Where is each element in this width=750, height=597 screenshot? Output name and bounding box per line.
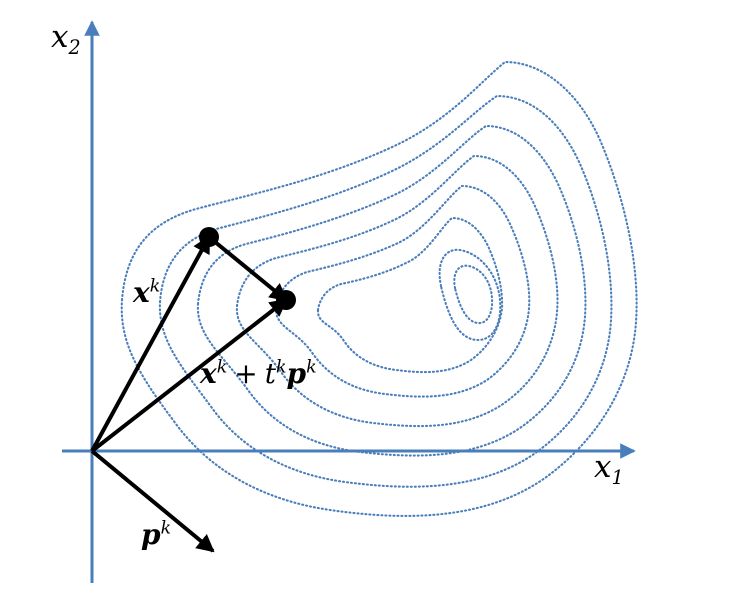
p-k-vector	[90, 449, 215, 553]
x-k-label-superscript: k	[149, 276, 161, 297]
x-axis-label-subscript: 1	[611, 466, 624, 490]
y-axis-label-subscript: 2	[68, 36, 81, 60]
next-iterate-point	[276, 290, 296, 310]
contour-5	[274, 184, 531, 398]
next-point-label-p-superscript: k	[306, 357, 317, 378]
p-k-vector-label: pk	[141, 518, 172, 551]
x-k-vector-label: xk	[133, 276, 161, 309]
next-point-label-x-superscript: k	[216, 357, 228, 378]
iterate-points-group	[199, 227, 296, 310]
step-vector	[207, 235, 288, 302]
y-axis-label-base: x	[51, 19, 69, 55]
next-point-label-p: p	[286, 357, 307, 390]
current-iterate-point	[199, 227, 219, 247]
p-k-label-superscript: k	[160, 518, 172, 539]
next-point-label-t-superscript: k	[275, 357, 287, 378]
p-k-label-base: p	[141, 518, 161, 551]
inner-contour-minimum-outer	[438, 248, 502, 342]
x-k-label-base: x	[133, 276, 150, 309]
contour-4	[235, 154, 559, 428]
contour-lines-group	[120, 60, 638, 517]
x-k-vector	[90, 235, 211, 452]
y-axis-label: x2	[51, 19, 81, 58]
next-point-label-t: t	[264, 357, 276, 390]
inner-contour-minimum-inner	[453, 264, 494, 325]
next-point-label-x: x	[200, 357, 217, 390]
x-axis-label-base: x	[594, 449, 612, 485]
contour-2	[158, 94, 613, 488]
contour-6	[316, 216, 504, 374]
x-k-plus-t-k-p-k-vector	[90, 298, 288, 453]
contour-3	[196, 124, 587, 457]
vectors-group	[90, 235, 288, 553]
axes-group	[62, 20, 636, 583]
outermost-contour	[120, 60, 638, 517]
x-axis-label: x1	[594, 449, 624, 488]
next-point-label-plus: +	[234, 357, 258, 390]
next-point-vector-label: xk+tkpk	[200, 357, 317, 390]
